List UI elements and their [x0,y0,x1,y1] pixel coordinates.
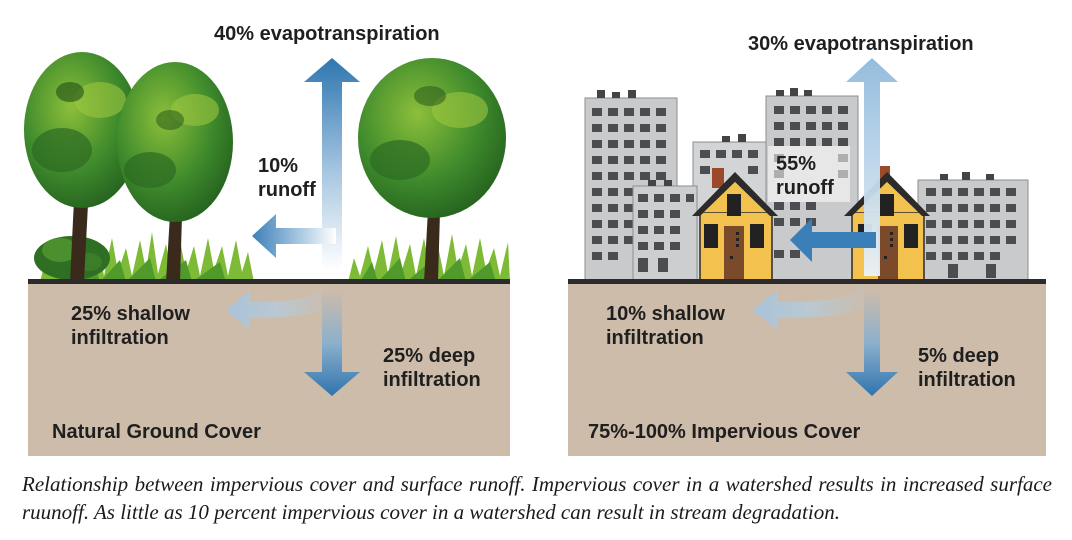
ground-line-natural [28,279,510,284]
natural-panel [24,52,510,456]
impervious-panel-title: 75%-100% Impervious Cover [588,421,861,443]
building-5 [917,172,1029,281]
impervious-runoff-line2: runoff [776,177,834,199]
deep-infiltration-arrow-impervious [846,290,898,396]
impervious-panel [568,58,1046,456]
natural-runoff-line1: 10% [258,155,299,177]
runoff-arrow-natural [252,214,336,258]
natural-deep-line2: infiltration [383,369,481,391]
natural-deep-infiltration-label: 25% deep infiltration [383,344,481,392]
tree-1 [24,52,140,282]
natural-evapotranspiration-label: 40% evapotranspiration [214,23,440,45]
impervious-deep-line1: 5% deep [918,345,1000,367]
house-1 [692,168,778,281]
deep-infiltration-arrow-natural [304,290,360,396]
natural-deep-line1: 25% deep [383,345,476,367]
impervious-shallow-infiltration-label: 10% shallow infiltration [606,302,725,350]
natural-runoff-label: 10% runoff [258,154,316,202]
runoff-arrow-impervious [790,218,876,262]
natural-shallow-line2: infiltration [71,327,169,349]
tree-3 [358,58,506,282]
natural-shallow-line1: 25% shallow [71,303,190,325]
tree-2 [117,62,233,282]
shallow-infiltration-arrow-natural [226,284,335,330]
ground-line-impervious [568,279,1046,284]
impervious-evapotranspiration-label: 30% evapotranspiration [748,33,974,55]
natural-shallow-infiltration-label: 25% shallow infiltration [71,302,190,350]
figure-caption: Relationship between impervious cover an… [22,472,1052,524]
impervious-shallow-line2: infiltration [606,327,704,349]
evapotranspiration-arrow-natural [304,58,360,270]
impervious-deep-infiltration-label: 5% deep infiltration [918,344,1016,392]
impervious-shallow-line1: 10% shallow [606,303,725,325]
shallow-infiltration-arrow-impervious [752,284,872,330]
impervious-deep-line2: infiltration [918,369,1016,391]
impervious-runoff-label: 55% runoff [776,152,834,200]
impervious-runoff-line1: 55% [776,153,817,175]
evapotranspiration-arrow-impervious [846,58,898,276]
watershed-diagram [24,52,1046,456]
natural-panel-title: Natural Ground Cover [52,421,261,443]
natural-runoff-line2: runoff [258,179,316,201]
building-4 [632,180,698,281]
